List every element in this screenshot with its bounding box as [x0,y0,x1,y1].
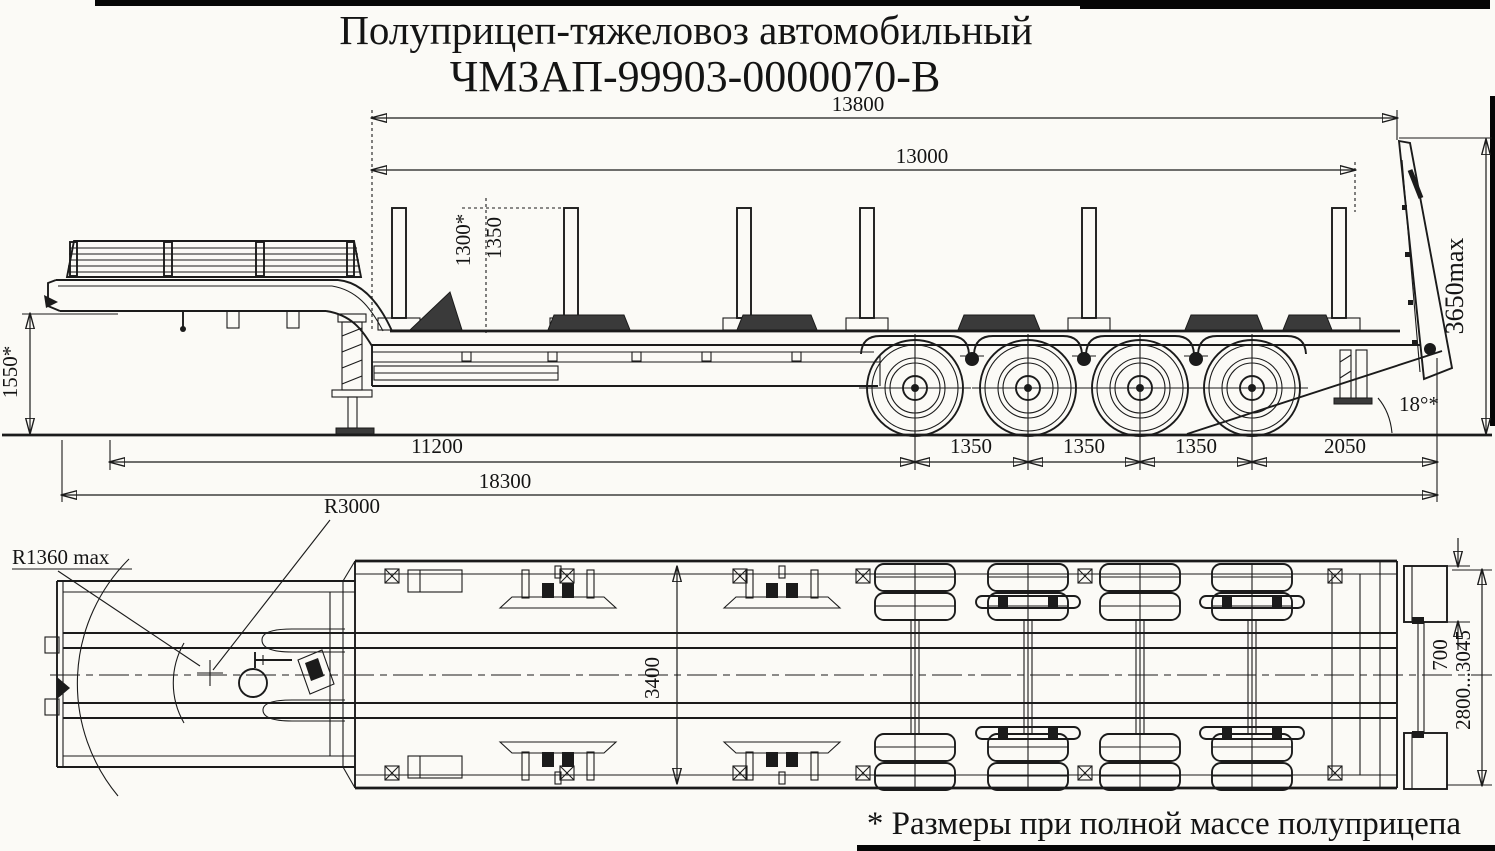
dim-axle-spacing-3: 1350 [1175,434,1217,458]
kingpin [238,668,268,698]
dim-width-over-tyres: 2800...3045 [1451,630,1475,730]
dim-departure-angle: 18°* [1399,392,1439,416]
plan-dimensions: 3400 700 2800...3045 [640,538,1492,785]
dim-axle-spacing-1: 1350 [950,434,992,458]
dim-overall-length: 18300 [479,469,532,493]
dim-ramp-height: 3650max [1440,238,1469,335]
dim-front-to-axle: 11200 [411,434,463,458]
landing-gear [331,313,375,435]
angle-arc [1377,397,1393,434]
r3000-arc [76,558,130,797]
dim-platform-width: 3400 [640,657,664,699]
gooseneck [44,279,393,347]
ramp-raised [1397,139,1454,381]
wheels [858,334,1309,470]
plan-view: R3000 R1360 max 3400 700 2800...3045 [12,494,1492,797]
dim-front-swing-radius: R1360 max [12,545,110,569]
r1360-arc [172,642,185,724]
footnote: * Размеры при полной массе полуприцепа [867,806,1461,842]
title-block: Полуприцеп-тяжеловоз автомобильный ЧМЗАП… [339,7,1032,101]
model-number: ЧМЗАП-99903-0000070-В [450,52,941,101]
gooseneck-rack [65,240,363,278]
dim-stake-height-laden: 1300* [451,214,475,267]
stakes [377,207,1361,331]
dim-swing-radius: R3000 [324,494,380,518]
platform-frame [371,329,1420,387]
deck-equipment [408,291,1333,331]
side-view: 13800 13000 1300* 1350 1550* 3650max 18°… [0,92,1492,502]
dim-stake-height: 1350 [482,217,506,259]
suspension [860,335,1307,366]
plan-radii: R3000 R1360 max [12,494,380,797]
dim-ramp-width: 700 [1428,639,1452,671]
plan-rails [50,628,1492,722]
dim-rear-overhang: 2050 [1324,434,1366,458]
plan-deck-fittings [407,565,841,785]
plan-axles [875,564,1305,790]
dim-loading-height: 1550* [0,346,22,399]
side-dimensions: 13800 13000 1300* 1350 1550* 3650max 18°… [0,92,1492,502]
page-title: Полуприцеп-тяжеловоз автомобильный [339,7,1032,53]
rear-end [1186,343,1443,435]
scan-artifacts [95,0,1495,851]
plan-ramps [1403,565,1448,790]
dim-overall-upper: 13800 [832,92,885,116]
dim-axle-spacing-2: 1350 [1063,434,1105,458]
dim-platform-length: 13000 [896,144,949,168]
